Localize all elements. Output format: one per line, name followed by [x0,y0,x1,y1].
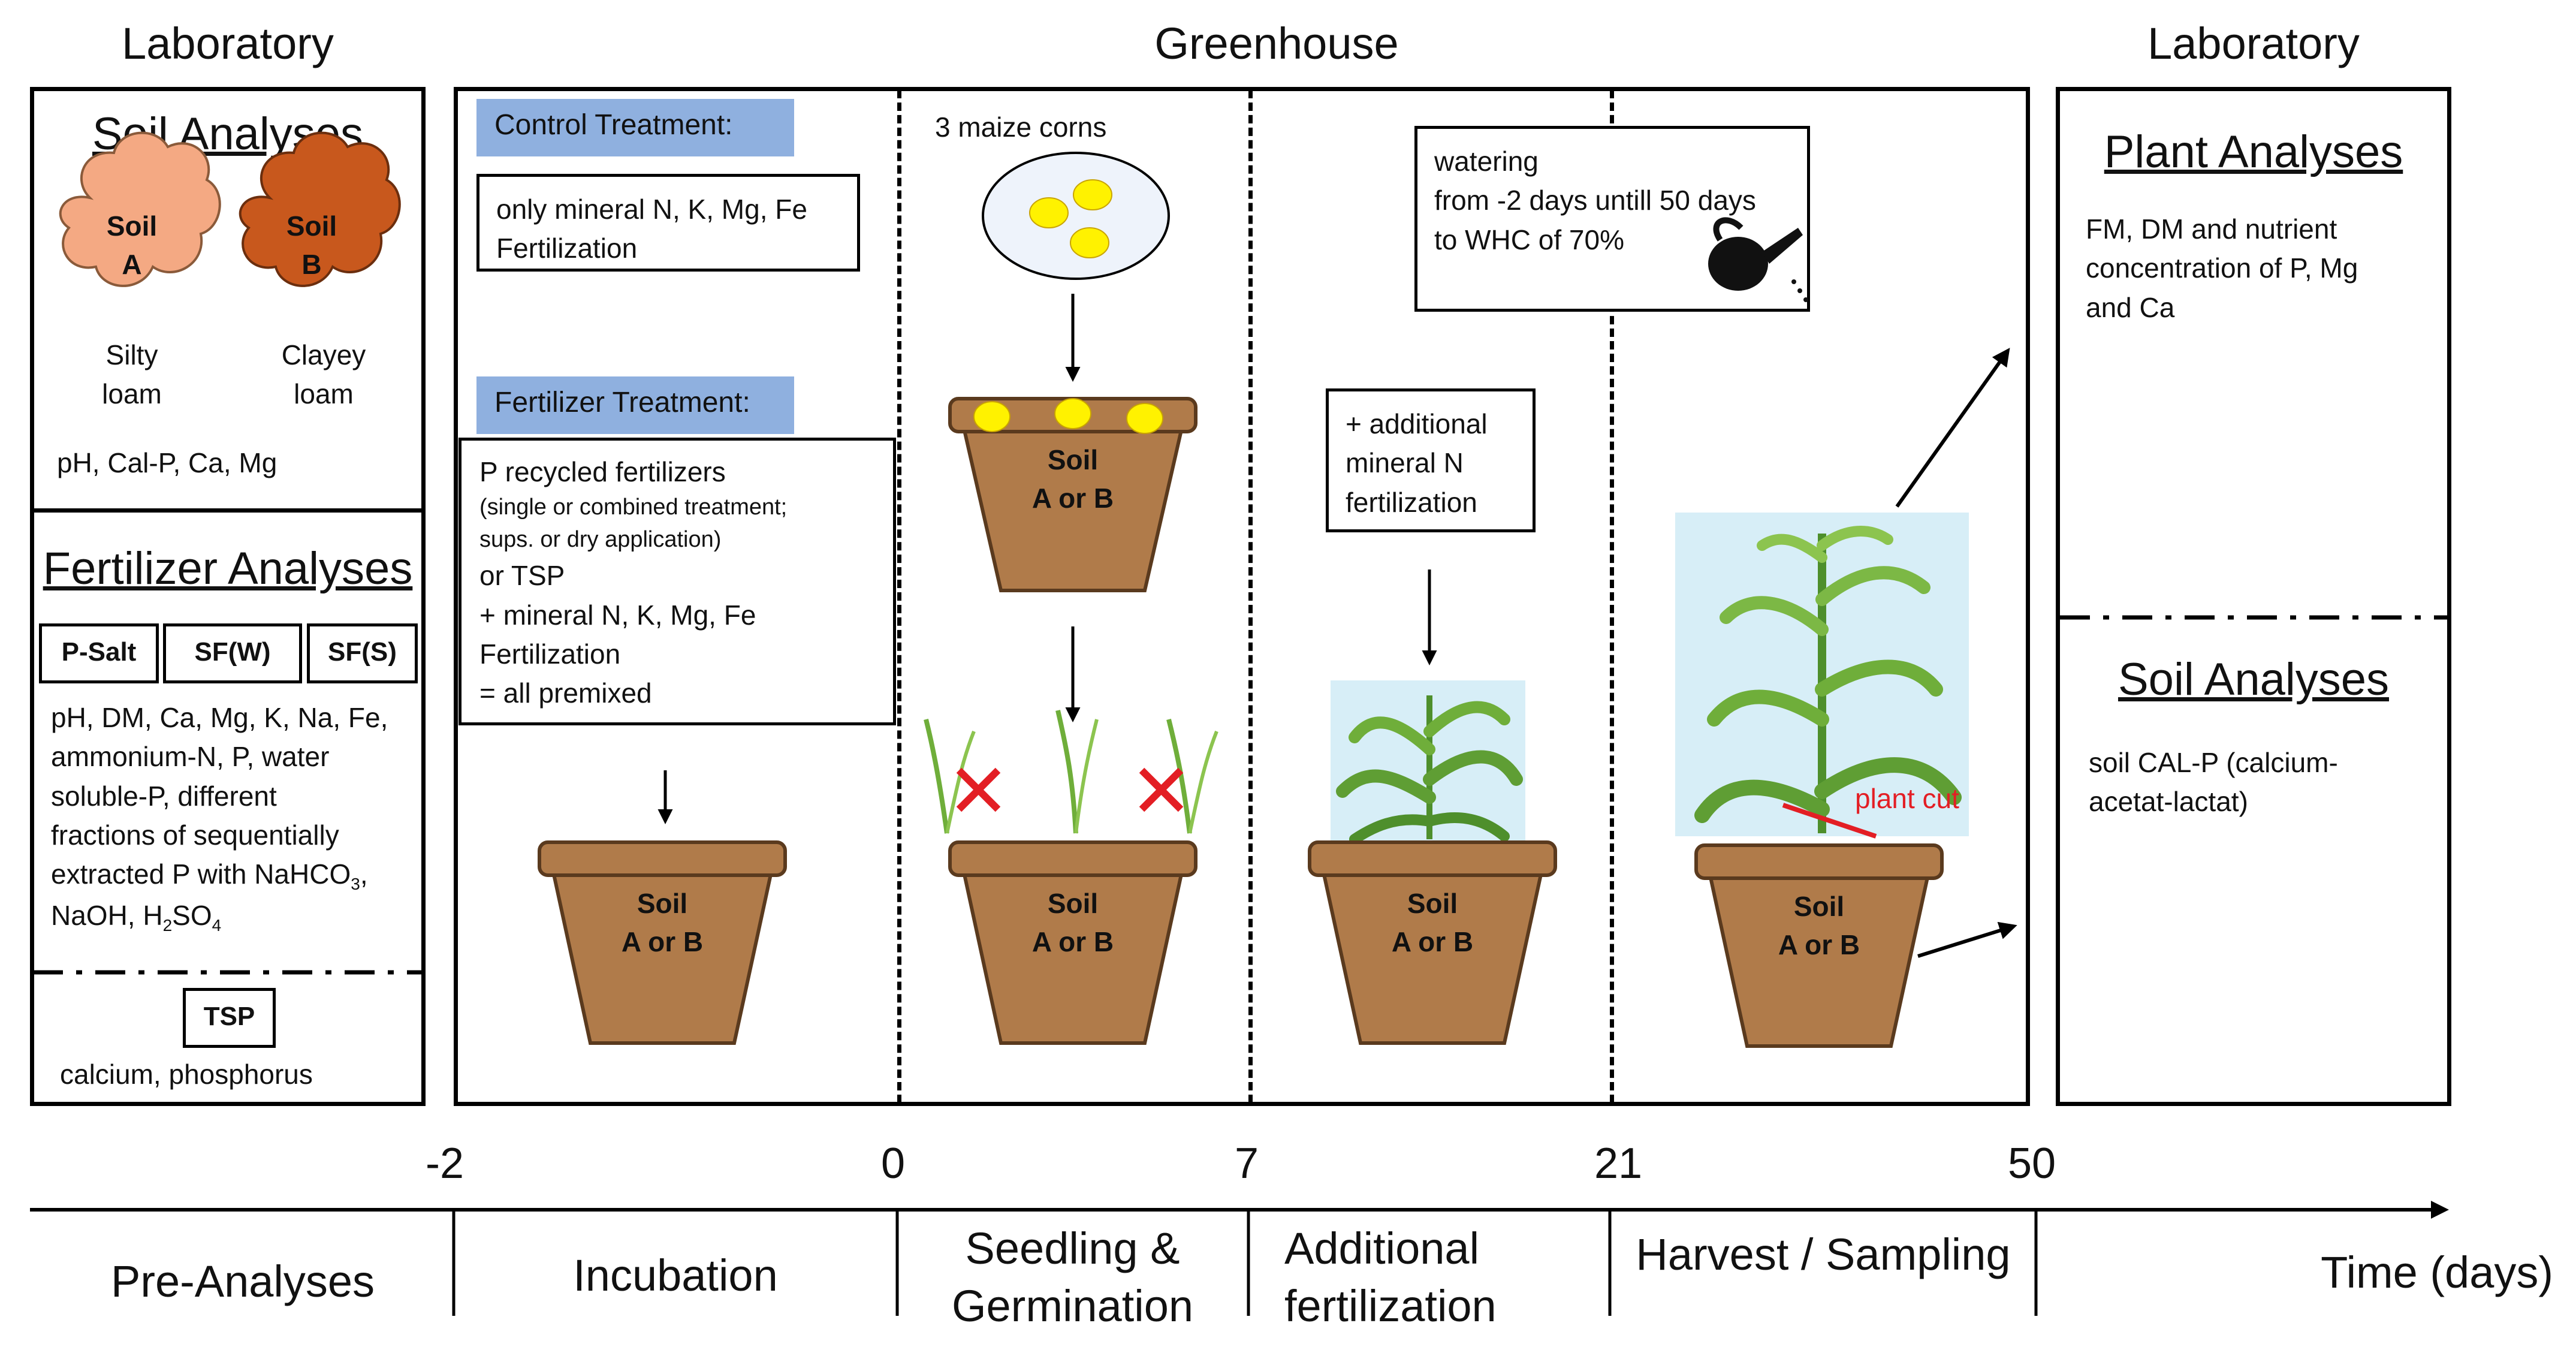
control-text-line-1: only mineral N, K, Mg, Fe [496,194,807,225]
pot-ab-text: A or B [621,926,704,958]
plant-analyses-title: Plant Analyses [2104,126,2403,177]
tick-minus-2: -2 [426,1140,464,1188]
soil-params: pH, Cal-P, Ca, Mg [57,447,277,478]
soil-a-texture-1: Silty [105,339,158,370]
fert-param-line-5: extracted P with NaHCO3, [51,858,368,894]
fert-param-line-1: pH, DM, Ca, Mg, K, Na, Fe, [51,702,388,733]
pot-ab-text: A or B [1031,483,1114,514]
phase-seedling-line-2: Germination [951,1281,1194,1331]
soil-b-texture-1: Clayey [281,339,366,370]
fert-text-small-1: (single or combined treatment; [479,495,788,520]
header-lab-right: Laboratory [2147,19,2360,68]
soil-a-name: Soil [106,210,158,242]
phase-divider-0 [897,90,901,1103]
additional-fertilization-box: + additional mineral N fertilization [1326,388,1536,532]
soil-a-texture-2: loam [102,378,162,410]
fert-text-small-2: sups. or dry application) [479,527,722,553]
soil-b-texture-2: loam [294,378,354,410]
control-treatment-text: only mineral N, K, Mg, Fe Fertilization [476,174,860,272]
fert-param-line-6: NaOH, H2SO4 [51,900,222,935]
fertilizer-params: pH, DM, Ca, Mg, K, Na, Fe, ammonium-N, P… [51,698,423,938]
plant-text-line-1: FM, DM and nutrient [2086,213,2337,245]
plant-text-line-2: concentration of P, Mg [2086,252,2358,284]
soil-b-texture: Clayey loam [264,336,384,414]
control-text-line-2: Fertilization [496,233,638,264]
pot-soil-text: Soil [637,888,688,919]
header-lab-left: Laboratory [122,19,334,68]
tick-50: 50 [2008,1140,2056,1188]
phase-pre-analyses: Pre-Analyses [110,1256,375,1306]
tsp-params: calcium, phosphorus [60,1059,313,1090]
phase-additional-fertilization: Additional fertilization [1251,1220,1606,1335]
watering-line-2: from -2 days untill 50 days [1434,185,1756,216]
phase-additional-line-2: fertilization [1284,1281,1497,1331]
soil-a-letter: A [122,249,142,281]
maize-corns-label: 3 maize corns [935,112,1107,143]
soil-b-label: Soil B [264,207,360,284]
phase-additional-line-1: Additional [1284,1224,1480,1273]
pot-ab-text: A or B [1778,929,1860,961]
fert-text-line-3: + mineral N, K, Mg, Fe [479,599,756,631]
soil-a-label: Soil A [84,207,180,284]
pot-soil-text: Soil [1407,888,1458,919]
right-soil-text-line-1: soil CAL-P (calcium- [2089,747,2338,778]
right-lab-panel [2056,87,2451,1106]
left-panel-divider [30,508,426,513]
watering-line-3: to WHC of 70% [1434,224,1624,255]
additional-line-1: + additional [1346,408,1488,439]
soil-b-letter: B [301,249,322,281]
soil-a-texture: Silty loam [84,336,180,414]
phase-harvest-sampling: Harvest / Sampling [1636,1230,2011,1279]
pot-soil-text: Soil [1047,888,1099,919]
fertilization-pot-label: Soil A or B [1373,884,1492,962]
plant-cut-label: plant cut [1855,783,1959,814]
fert-text-line-1: P recycled fertilizers [479,456,726,487]
fertilizer-analyses-title: Fertilizer Analyses [43,543,413,594]
right-soil-text-line-2: acetat-lactat) [2089,786,2248,818]
right-soil-analyses-title: Soil Analyses [2117,654,2390,705]
additional-line-2: mineral N [1346,447,1464,479]
fert-param-line-4: fractions of sequentially [51,819,339,851]
fert-text-line-5: = all premixed [479,677,652,709]
pot-ab-text: A or B [1391,926,1474,958]
phase-seedling-germination: Seedling & Germination [900,1220,1245,1335]
tick-7: 7 [1235,1140,1259,1188]
header-greenhouse: Greenhouse [1154,19,1399,68]
tick-0: 0 [881,1140,906,1188]
fert-param-line-2: ammonium-N, P, water [51,741,330,773]
seedling-pot-label: Soil A or B [1013,884,1133,962]
right-soil-analyses-text: soil CAL-P (calcium- acetat-lactat) [2089,743,2442,822]
tsp-box: TSP [183,988,276,1048]
watering-line-1: watering [1434,146,1539,177]
time-axis-label: Time (days) [2321,1247,2553,1297]
fertilizer-treatment-text: P recycled fertilizers (single or combin… [459,438,896,725]
tick-21: 21 [1594,1140,1643,1188]
pot-ab-text: A or B [1031,926,1114,958]
phase-divider-7 [1248,90,1253,1103]
p-salt-box: P-Salt [39,623,159,683]
sf-w-box: SF(W) [163,623,302,683]
pot-soil-text: Soil [1793,891,1845,922]
plant-text-line-3: and Ca [2086,291,2175,323]
incubation-pot-label: Soil A or B [602,884,722,962]
fertilizer-treatment-label: Fertilizer Treatment: [476,376,794,434]
phase-incubation: Incubation [573,1250,778,1300]
additional-line-3: fertilization [1346,486,1477,518]
harvest-pot-label: Soil A or B [1759,887,1879,965]
phase-divider-21 [1610,90,1614,1103]
plant-analyses-text: FM, DM and nutrient concentration of P, … [2086,210,2439,327]
seed-pot-label: Soil A or B [1013,441,1133,518]
sf-s-box: SF(S) [307,623,418,683]
control-treatment-label: Control Treatment: [476,99,794,156]
watering-box: watering from -2 days untill 50 days to … [1414,126,1810,312]
fert-text-line-4: Fertilization [479,638,621,670]
phase-seedling-line-1: Seedling & [965,1224,1180,1273]
fert-param-line-3: soluble-P, different [51,780,277,812]
pot-soil-text: Soil [1047,444,1099,475]
fert-text-line-2: or TSP [479,560,565,592]
soil-analyses-title: Soil Analyses [92,109,364,159]
soil-b-name: Soil [286,210,337,242]
